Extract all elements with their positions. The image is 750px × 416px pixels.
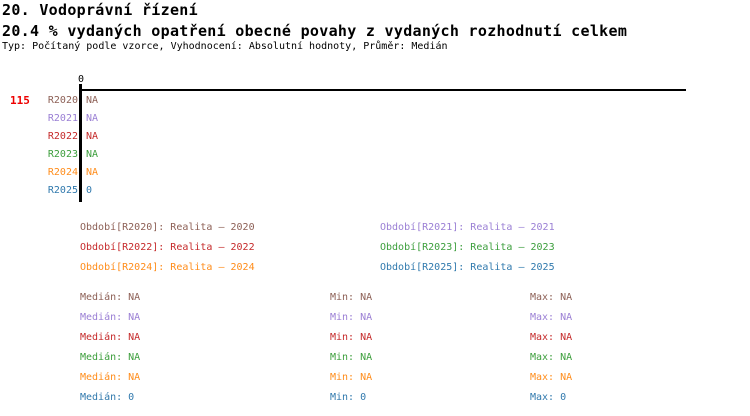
- legend-item-r2020: Období[R2020]: Realita – 2020: [80, 222, 255, 233]
- page-meta: Typ: Počítaný podle vzorce, Vyhodnocení:…: [2, 41, 448, 52]
- category-label-r2022: R2022: [47, 131, 78, 142]
- stat-max-r2025: Max: 0: [530, 392, 567, 403]
- category-label-r2023: R2023: [47, 149, 78, 160]
- stat-median-r2020: Medián: NA: [80, 292, 141, 303]
- legend-item-r2023: Období[R2023]: Realita – 2023: [380, 242, 555, 253]
- stat-min-r2023: Min: NA: [330, 352, 373, 363]
- stat-max-r2023: Max: NA: [530, 352, 573, 363]
- value-label-r2023: NA: [86, 149, 99, 160]
- x-axis-tick-label: 0: [77, 74, 85, 85]
- stat-median-r2023: Medián: NA: [80, 352, 141, 363]
- indicator-number: 115: [10, 94, 30, 107]
- value-label-r2022: NA: [86, 131, 99, 142]
- stat-max-r2022: Max: NA: [530, 332, 573, 343]
- value-label-r2025: 0: [86, 185, 93, 196]
- legend-item-r2025: Období[R2025]: Realita – 2025: [380, 262, 555, 273]
- y-axis-line: [79, 84, 82, 202]
- stat-min-r2021: Min: NA: [330, 312, 373, 323]
- x-axis-line: [80, 89, 686, 91]
- stat-max-r2020: Max: NA: [530, 292, 573, 303]
- category-label-r2024: R2024: [47, 167, 78, 178]
- stat-median-r2024: Medián: NA: [80, 372, 141, 383]
- page-title: 20. Vodoprávní řízení: [2, 1, 198, 19]
- stat-min-r2020: Min: NA: [330, 292, 373, 303]
- stat-median-r2025: Medián: 0: [80, 392, 135, 403]
- legend-item-r2022: Období[R2022]: Realita – 2022: [80, 242, 255, 253]
- stat-min-r2022: Min: NA: [330, 332, 373, 343]
- stat-max-r2021: Max: NA: [530, 312, 573, 323]
- stat-min-r2024: Min: NA: [330, 372, 373, 383]
- stat-median-r2021: Medián: NA: [80, 312, 141, 323]
- value-label-r2021: NA: [86, 113, 99, 124]
- stat-min-r2025: Min: 0: [330, 392, 367, 403]
- value-label-r2024: NA: [86, 167, 99, 178]
- stat-max-r2024: Max: NA: [530, 372, 573, 383]
- page-subtitle: 20.4 % vydaných opatření obecné povahy z…: [2, 22, 628, 40]
- category-label-r2020: R2020: [47, 95, 78, 106]
- legend-item-r2021: Období[R2021]: Realita – 2021: [380, 222, 555, 233]
- stat-median-r2022: Medián: NA: [80, 332, 141, 343]
- value-label-r2020: NA: [86, 95, 99, 106]
- legend-item-r2024: Období[R2024]: Realita – 2024: [80, 262, 255, 273]
- category-label-r2025: R2025: [47, 185, 78, 196]
- category-label-r2021: R2021: [47, 113, 78, 124]
